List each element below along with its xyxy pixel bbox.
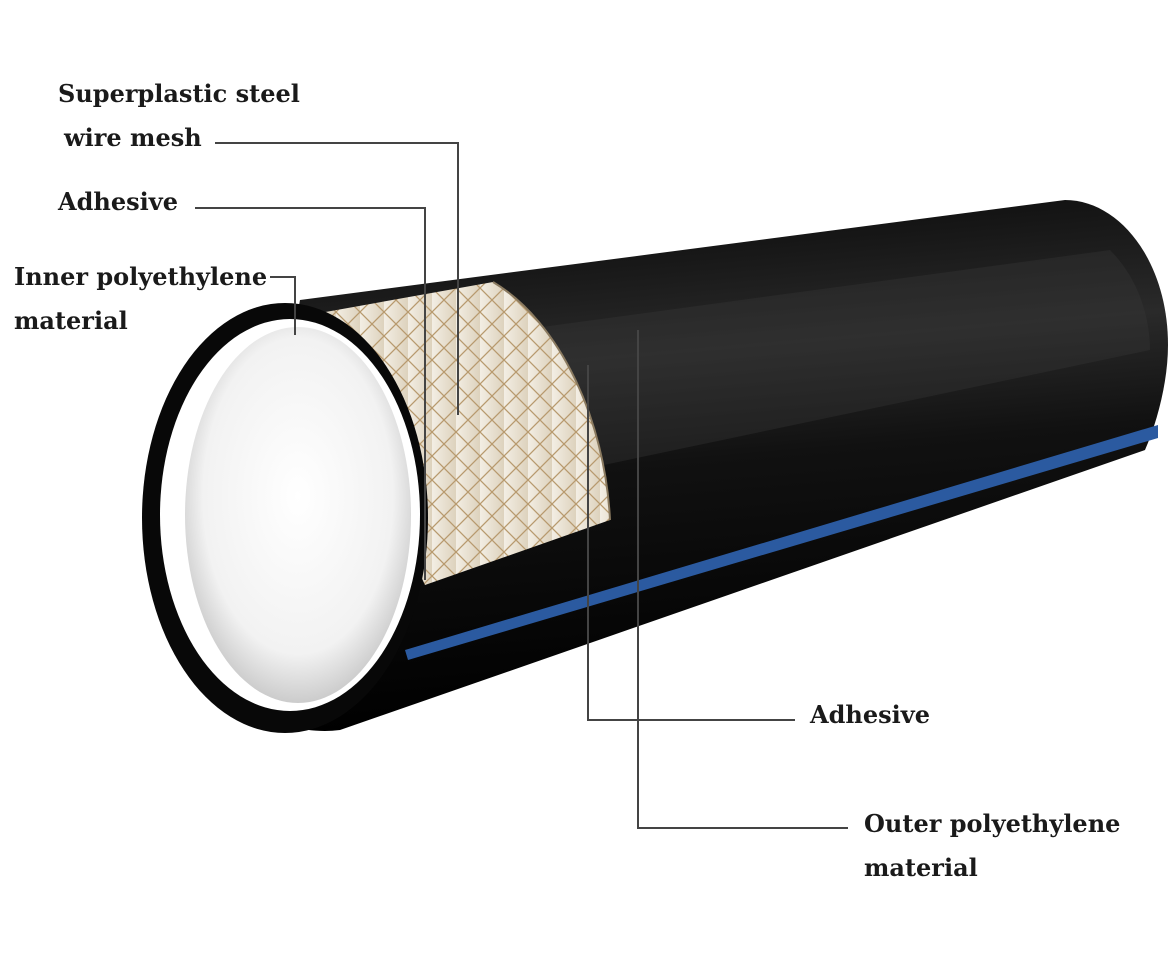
label-outer-pe-line1: Outer polyethylene (864, 809, 1120, 838)
label-adhesive-bottom: Adhesive (809, 700, 930, 729)
pipe-highlight (520, 250, 1150, 470)
label-inner-pe-line2: material (14, 306, 128, 335)
leader-adhesive-bottom (587, 365, 795, 721)
label-wire-mesh-line1: Superplastic steel (58, 79, 300, 108)
pipe-stripe (405, 425, 1158, 660)
label-wire-mesh-line2: wire mesh (63, 123, 202, 152)
leader-inner-pe (270, 276, 296, 335)
leader-adhesive-top (195, 207, 426, 580)
label-outer-pe-line2: material (864, 853, 978, 882)
label-adhesive-top: Adhesive (57, 187, 178, 216)
leader-outer-pe (637, 330, 848, 829)
pipe-bore (185, 327, 411, 703)
leader-lines (195, 142, 848, 829)
label-inner-pe-line1: Inner polyethylene (14, 262, 267, 291)
leader-wire-mesh (215, 142, 459, 415)
